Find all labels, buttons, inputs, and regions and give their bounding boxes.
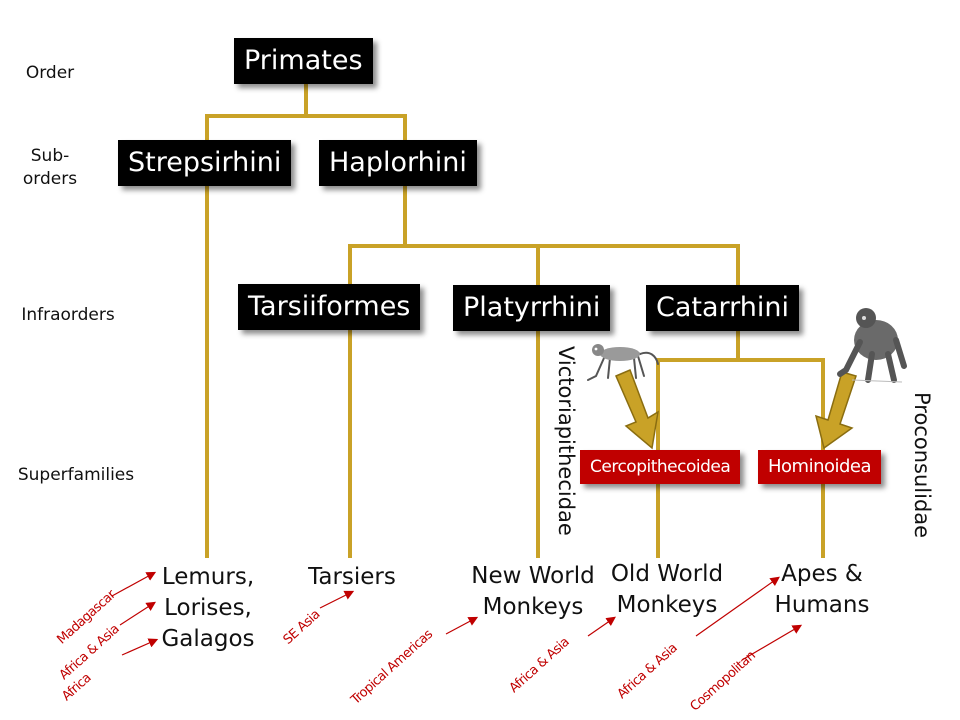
proconsulidae-arrow — [814, 371, 857, 450]
leaf-lemurs-lorises-galagos: Lemurs, Lorises, Galagos — [161, 564, 255, 652]
rank-order: Order — [25, 63, 75, 83]
leaf-apes-humans: Apes & Humans — [774, 561, 870, 618]
node-platyrrhini: Platyrrhini — [453, 285, 611, 331]
node-tarsiiformes: Tarsiiformes — [238, 284, 421, 330]
rank-infraorders: Infraorders — [21, 305, 115, 325]
leaf-new-world-monkeys: New World Monkeys — [471, 563, 595, 620]
region-arrows — [111, 571, 803, 661]
rank-superfamilies: Superfamilies — [17, 465, 135, 485]
leaf-tarsiers: Tarsiers — [308, 564, 396, 590]
superfamily-hominoidea: Hominoidea — [758, 450, 882, 484]
ape-illustration — [837, 308, 907, 383]
node-haplorhini: Haplorhini — [319, 140, 477, 186]
branch-lines — [205, 82, 825, 558]
node-primates: Primates — [234, 38, 373, 84]
leaf-old-world-monkeys: Old World Monkeys — [610, 561, 724, 618]
label-victoriapithecidae: Victoriapithecidae — [554, 346, 578, 536]
superfamily-cercopithecoidea: Cercopithecoidea — [580, 450, 741, 484]
victoriapithecidae-arrow — [615, 369, 660, 450]
node-strepsirhini: Strepsirhini — [118, 140, 292, 186]
label-proconsulidae: Proconsulidae — [910, 392, 934, 539]
monkey-illustration — [587, 344, 659, 381]
node-catarrhini: Catarrhini — [646, 285, 800, 331]
fossil-arrows — [615, 369, 857, 450]
rank-suborders: Sub- orders — [22, 146, 78, 189]
